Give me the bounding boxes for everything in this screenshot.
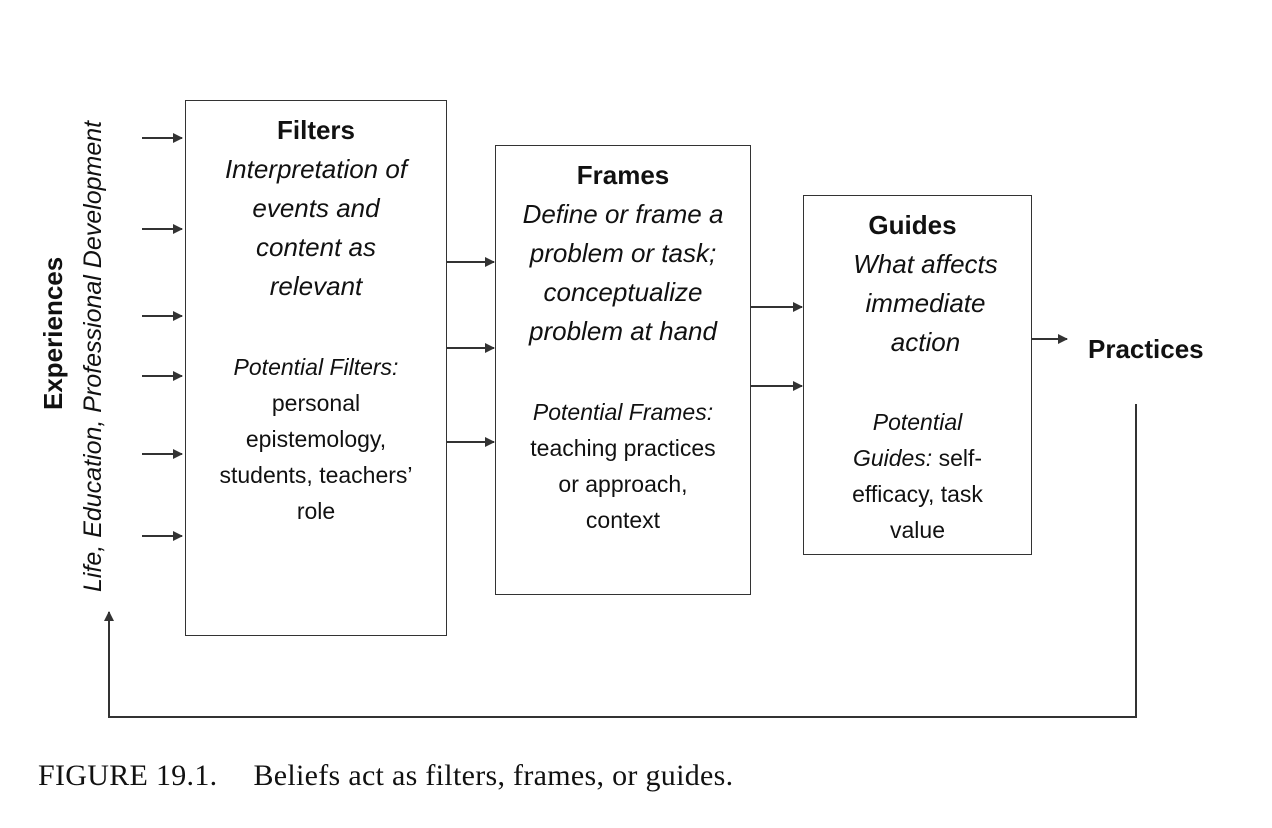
experiences-subtitle: Life, Education, Professional Developmen… (79, 120, 107, 592)
experiences-title: Experiences (38, 256, 68, 410)
frames-title: Frames (576, 160, 670, 190)
frames-potential-label: Potential Frames: (532, 399, 714, 425)
guides-potential-line1: Potential (872, 409, 963, 435)
practices-label: Practices (1088, 334, 1204, 364)
frames-box (495, 145, 751, 595)
guides-description: What affects immediate action (853, 249, 998, 357)
feedback-loop-arrow (104, 404, 1137, 718)
filters-title: Filters (276, 115, 356, 145)
filters-description: Interpretation of events and content as … (224, 154, 408, 301)
guides-title: Guides (868, 210, 957, 240)
guides-potential-self: self- (932, 445, 983, 471)
frames-potential: Potential Frames: teaching practices or … (530, 399, 716, 533)
guides-potential-label: Guides: (852, 445, 933, 471)
filters-potential: Potential Filters: personal epistemology… (219, 354, 413, 524)
figure-caption: FIGURE 19.1. Beliefs act as filters, fram… (38, 759, 733, 793)
guides-potential: Potential Guides: self- efficacy, task v… (852, 409, 983, 543)
filters-potential-label: Potential Filters: (233, 354, 399, 380)
guides-box (803, 195, 1032, 555)
figure-number: FIGURE 19.1. (38, 759, 218, 792)
frames-description: Define or frame a problem or task; conce… (522, 199, 724, 346)
filters-box (185, 100, 447, 636)
caption-text: Beliefs act as filters, frames, or guide… (253, 759, 734, 792)
